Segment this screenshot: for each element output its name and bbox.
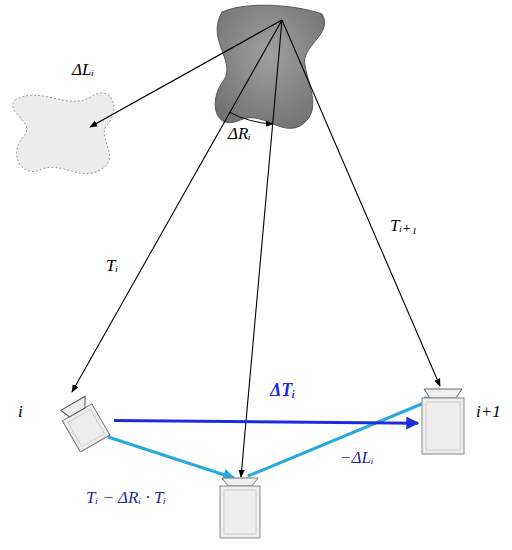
t-i1-arrow [282, 20, 440, 386]
camera-index: i+1 [474, 402, 503, 422]
moved-object [13, 93, 114, 174]
camera [220, 478, 260, 538]
light-blue-arrow [248, 398, 436, 476]
math-label: Tᵢ₊₁ [388, 216, 419, 236]
light-blue-arrow [108, 437, 234, 478]
middle-arrow [241, 20, 282, 477]
rotation-arc [229, 112, 273, 124]
math-label: −ΔLᵢ [338, 448, 376, 468]
math-label: Tᵢ [104, 256, 120, 276]
delta-l-arrow [90, 20, 282, 127]
camera-box: i+1 [418, 388, 468, 458]
math-label: ΔLᵢ [70, 60, 96, 80]
math-label: Tᵢ − ΔRᵢ · Tᵢ [84, 488, 168, 508]
displacement-arrow [114, 420, 418, 423]
edge-label: ΔTᵢ [268, 380, 297, 400]
math-label: ΔRᵢ [226, 124, 253, 144]
t-i-arrow [72, 20, 282, 392]
camera-symbol [56, 392, 114, 452]
camera-symbol [418, 388, 468, 458]
camera-index: i [16, 402, 25, 422]
camera-box: i [56, 392, 114, 452]
